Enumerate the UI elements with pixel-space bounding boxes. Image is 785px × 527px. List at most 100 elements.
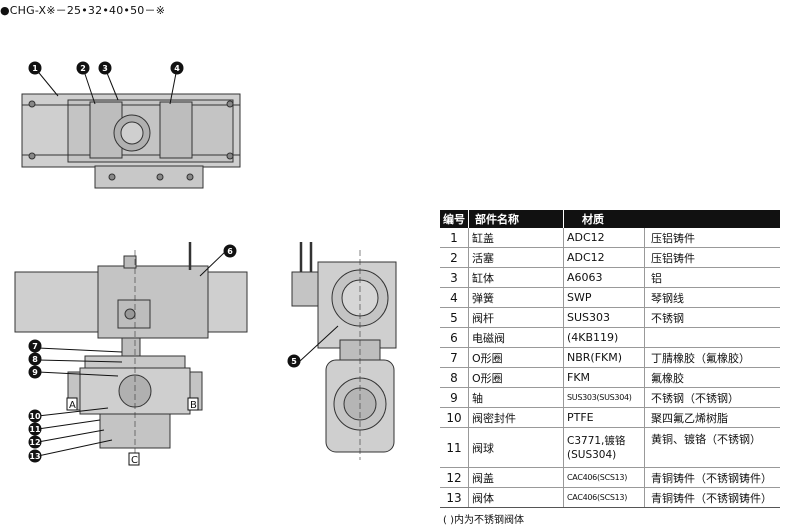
cell-material-desc xyxy=(644,327,780,348)
cell-no: 12 xyxy=(440,467,469,488)
callout-8: 8 xyxy=(28,352,42,366)
cell-name: 阀杆 xyxy=(468,307,564,328)
port-label-c: C xyxy=(128,452,140,466)
svg-text:11: 11 xyxy=(29,425,41,434)
svg-text:3: 3 xyxy=(102,64,108,73)
cell-name: 阀球 xyxy=(468,427,564,468)
svg-text:1: 1 xyxy=(32,64,38,73)
front-view xyxy=(14,242,248,460)
callout-11: 11 xyxy=(28,422,42,436)
callout-2: 2 xyxy=(76,61,90,75)
cell-material-desc: 丁腈橡胶（氟橡胶） xyxy=(644,347,780,368)
svg-text:A: A xyxy=(69,400,76,411)
page-title: ●CHG-X※－25•32•40•50－※ xyxy=(0,4,166,17)
table-footnote: ( )内为不锈钢阀体 xyxy=(443,515,524,526)
cell-name: 缸盖 xyxy=(468,228,564,248)
table-header-row: 编号 部件名称 材质 xyxy=(440,210,781,228)
cell-material-code: CAC406(SCS13) xyxy=(563,487,645,508)
cell-material-code: (4KB119) xyxy=(563,327,645,348)
svg-text:8: 8 xyxy=(32,355,38,364)
callout-3: 3 xyxy=(98,61,112,75)
cell-no: 8 xyxy=(440,367,469,388)
cell-material-code: SUS303 xyxy=(563,307,645,328)
cell-name: O形圈 xyxy=(468,347,564,368)
svg-text:6: 6 xyxy=(227,247,233,256)
cell-material-code: SUS303(SUS304) xyxy=(563,387,645,408)
cell-material-desc: 氟橡胶 xyxy=(644,367,780,388)
cell-material-code: ADC12 xyxy=(563,247,645,268)
cell-name: 阀密封件 xyxy=(468,407,564,428)
svg-text:5: 5 xyxy=(291,357,297,366)
cell-material-code: CAC406(SCS13) xyxy=(563,467,645,488)
port-label-a: A xyxy=(66,397,78,411)
svg-text:9: 9 xyxy=(32,368,38,377)
cell-material-desc: 压铝铸件 xyxy=(644,247,780,268)
cell-material-desc: 琴钢线 xyxy=(644,287,780,308)
cell-material-code: A6063 xyxy=(563,267,645,288)
cell-material-desc: 黄铜、镀铬（不锈钢） xyxy=(644,427,780,468)
callout-5: 5 xyxy=(287,354,301,368)
front-view-leaders xyxy=(37,250,227,457)
callout-12: 12 xyxy=(28,435,42,449)
cell-material-code: PTFE xyxy=(563,407,645,428)
cell-material-desc: 青铜铸件（不锈钢铸件） xyxy=(644,487,780,508)
cell-no: 4 xyxy=(440,287,469,308)
cell-name: 弹簧 xyxy=(468,287,564,308)
callout-7: 7 xyxy=(28,339,42,353)
cell-material-code: FKM xyxy=(563,367,645,388)
header-no: 编号 xyxy=(440,210,469,228)
cell-name: 轴 xyxy=(468,387,564,408)
svg-text:13: 13 xyxy=(29,452,40,461)
cell-material-desc: 压铝铸件 xyxy=(644,228,780,248)
cell-material-desc: 铝 xyxy=(644,267,780,288)
cell-no: 13 xyxy=(440,487,469,508)
svg-text:C: C xyxy=(131,455,138,466)
cell-material-code: ADC12 xyxy=(563,228,645,248)
cell-no: 11 xyxy=(440,427,469,468)
cell-name: 活塞 xyxy=(468,247,564,268)
cell-no: 9 xyxy=(440,387,469,408)
svg-text:7: 7 xyxy=(32,342,38,351)
header-material: 材质 xyxy=(563,210,781,228)
callout-1: 1 xyxy=(28,61,42,75)
cell-no: 7 xyxy=(440,347,469,368)
callout-9: 9 xyxy=(28,365,42,379)
side-view xyxy=(291,242,397,460)
svg-text:2: 2 xyxy=(80,64,86,73)
callout-10: 10 xyxy=(28,409,42,423)
callout-4: 4 xyxy=(170,61,184,75)
svg-text:10: 10 xyxy=(29,412,41,421)
cell-name: 阀体 xyxy=(468,487,564,508)
cell-material-desc: 青铜铸件（不锈钢铸件） xyxy=(644,467,780,488)
technical-drawing: A B C 1 2 3 4 5 6 7 8 9 10 11 12 13 xyxy=(14,61,397,466)
side-view-leaders xyxy=(299,325,339,362)
cell-no: 1 xyxy=(440,228,469,248)
cell-name: O形圈 xyxy=(468,367,564,388)
port-label-b: B xyxy=(187,397,199,411)
callout-13: 13 xyxy=(28,449,42,463)
cell-no: 5 xyxy=(440,307,469,328)
cell-name: 阀盖 xyxy=(468,467,564,488)
cell-material-code: NBR(FKM) xyxy=(563,347,645,368)
cell-material-code: C3771,镀铬 (SUS304) xyxy=(563,427,645,468)
svg-text:4: 4 xyxy=(174,64,180,73)
cell-material-desc: 聚四氟乙烯树脂 xyxy=(644,407,780,428)
header-name: 部件名称 xyxy=(468,210,564,228)
cell-material-code: SWP xyxy=(563,287,645,308)
callout-6: 6 xyxy=(223,244,237,258)
